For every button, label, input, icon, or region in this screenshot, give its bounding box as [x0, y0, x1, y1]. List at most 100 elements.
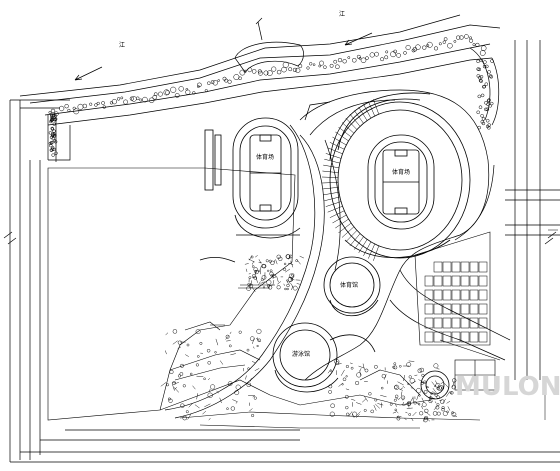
tree-symbol — [477, 75, 482, 80]
hatch-stroke — [338, 363, 342, 365]
shrub-symbol — [248, 276, 252, 279]
stand-hatch-line — [325, 201, 342, 207]
parking-stall — [460, 331, 470, 343]
hatch-stroke — [416, 402, 420, 406]
tree-symbol — [288, 67, 293, 72]
hatch-stroke — [272, 273, 274, 279]
shrub-symbol — [288, 254, 293, 259]
hatch-stroke — [432, 391, 437, 395]
shrub-symbol — [355, 380, 360, 386]
tree-symbol — [96, 101, 100, 105]
parking-stall — [451, 331, 461, 343]
shrub-symbol — [172, 329, 178, 334]
tree-symbol — [53, 111, 59, 117]
hatch-stroke — [165, 332, 169, 336]
stand-hatch-line — [349, 233, 361, 247]
stand-hatch-line — [338, 222, 352, 234]
shrub-symbol — [257, 338, 261, 343]
hatch-stroke — [444, 383, 449, 388]
parking-stall — [469, 275, 479, 287]
tree-symbol — [482, 64, 487, 69]
hatch-stroke — [250, 378, 252, 382]
shrub-symbol — [413, 401, 417, 405]
shrub-symbol — [399, 365, 402, 368]
tree-symbol — [258, 70, 263, 76]
parking-stall — [469, 261, 479, 273]
tree-symbol — [405, 44, 411, 51]
tree-symbol — [483, 60, 487, 64]
shrub-symbol — [199, 341, 203, 345]
parking-stall — [451, 317, 461, 329]
hatch-stroke — [290, 282, 294, 288]
parking-stall — [424, 289, 434, 301]
hatch-stroke — [172, 340, 178, 345]
tree-symbol — [487, 98, 491, 102]
hatch-stroke — [290, 276, 295, 282]
tree-symbol — [485, 64, 489, 69]
shrub-symbol — [401, 395, 406, 400]
parking-stall — [460, 261, 470, 273]
stand-hatch-line — [363, 241, 372, 257]
parking-stall — [433, 331, 443, 343]
shrub-symbol — [352, 411, 358, 417]
hatch-stroke — [338, 382, 343, 387]
watermark: MULONG — [455, 372, 560, 402]
shrub-symbol — [416, 387, 422, 394]
shrub-symbol — [374, 364, 378, 369]
shrub-symbol — [433, 363, 439, 369]
hatch-stroke — [412, 411, 417, 417]
hatch-stroke — [219, 397, 222, 404]
tree-symbol — [48, 111, 52, 114]
tree-symbol — [480, 45, 487, 51]
hatch-stroke — [252, 395, 255, 398]
shrub-symbol — [246, 348, 250, 352]
parking-stall — [469, 331, 479, 343]
parking-stall — [460, 275, 470, 287]
shrub-symbol — [438, 385, 445, 391]
shrub-symbol — [330, 403, 335, 408]
tree-symbol — [484, 107, 488, 112]
hatch-stroke — [402, 385, 405, 388]
tree-symbol — [82, 103, 88, 109]
tree-symbol — [207, 81, 211, 85]
hatch-stroke — [244, 263, 249, 265]
tree-symbol — [51, 114, 55, 118]
main-stadium-label: 体育场 — [392, 168, 410, 176]
tree-symbol — [52, 117, 57, 122]
annotation-lines — [210, 229, 558, 420]
shrub-symbol — [423, 380, 427, 384]
hatch-stroke — [360, 368, 362, 371]
shrub-symbol — [368, 392, 372, 396]
tree-symbol — [479, 58, 484, 63]
shrub-symbol — [283, 267, 287, 271]
hatch-stroke — [196, 393, 199, 400]
shrub-symbol — [249, 336, 255, 342]
hatch-stroke — [345, 388, 350, 391]
tree-symbol — [472, 43, 476, 47]
shrub-symbol — [246, 286, 251, 291]
hatch-stroke — [358, 365, 365, 369]
shrub-symbol — [253, 276, 258, 280]
tree-symbol — [433, 46, 439, 51]
hatch-stroke — [352, 413, 355, 418]
hatch-stroke — [188, 402, 194, 408]
tree-symbol — [481, 117, 486, 121]
stand-hatch-line — [335, 218, 349, 229]
shrub-symbol — [269, 271, 274, 276]
shrub-symbol — [436, 387, 440, 390]
stand-hatch-line — [322, 170, 339, 173]
hatch-stroke — [259, 266, 262, 271]
stand-hatch-line — [358, 239, 368, 254]
shrub-symbol — [253, 396, 257, 400]
tree-symbol — [210, 80, 215, 84]
parking-stall — [460, 289, 470, 301]
hatch-stroke — [446, 391, 450, 397]
shrub-symbol — [364, 368, 369, 373]
parking-stall — [433, 317, 443, 329]
tree-symbol — [52, 122, 56, 126]
tree-symbol — [227, 79, 232, 84]
tree-symbol — [54, 140, 58, 144]
shrub-symbol — [185, 410, 189, 414]
shrub-symbol — [276, 254, 281, 259]
shrub-symbol — [172, 381, 176, 385]
